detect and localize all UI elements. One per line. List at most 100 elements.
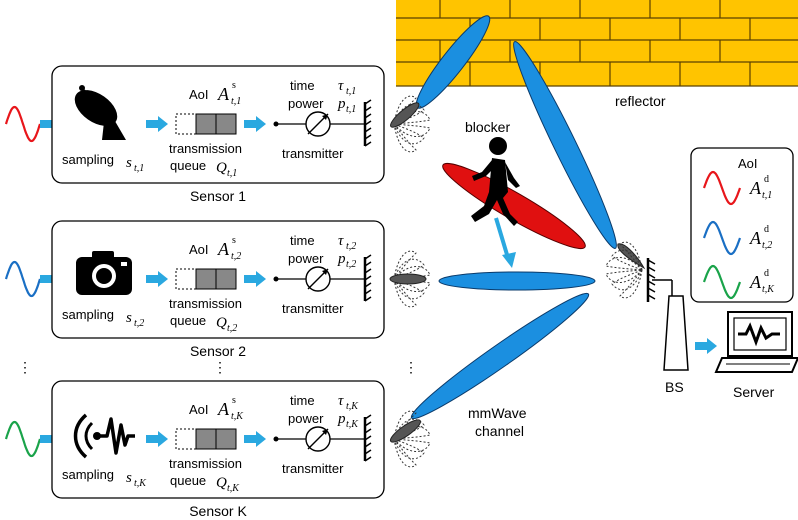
queue-label-line2: queue [170,313,206,328]
antenna-main-lobe [389,419,421,443]
power-label: power [288,96,324,111]
power-label: power [288,251,324,266]
queue-subscript: t,1 [227,168,237,179]
transmitter-label: transmitter [282,146,344,161]
sensor-aoi-label: AoI [189,242,209,257]
blocker-label: blocker [465,119,510,135]
server-aoi-subscript: t,1 [762,190,772,201]
sampling-symbol: s [126,155,132,171]
power-subscript: t,K [346,419,359,430]
sensor-aoi-superscript: s [232,80,236,91]
antenna-main-lobe [390,102,420,128]
server-aoi-wave [702,170,742,206]
input-signal-wave [4,260,42,298]
sampling-subscript: t,2 [134,318,144,329]
queue-label-line1: transmission [169,141,242,156]
input-signal-wave [4,105,42,143]
sensor-aoi-subscript: t,1 [231,96,241,107]
sampling-label: sampling [62,152,114,167]
bs-tower-icon [652,279,689,371]
queue-subscript: t,2 [227,323,237,334]
time-symbol: τ [338,393,344,409]
beam-sensor2-to-bs [438,271,596,291]
queue-symbol: Q [216,315,227,331]
server-aoi-superscript: d [764,174,769,185]
sensor-aoi-subscript: t,2 [231,251,241,262]
server-aoi-subscript: t,K [762,284,775,295]
server-aoi-wave [702,264,742,300]
power-subscript: t,1 [346,104,356,115]
server-aoi-wave [702,220,742,256]
time-symbol: τ [338,78,344,94]
power-label: power [288,411,324,426]
queue-label-line1: transmission [169,296,242,311]
beam-sensorK-to-bs [410,292,590,420]
antenna-main-lobe [389,273,427,285]
time-label: time [290,393,315,408]
blocker-person-icon [471,137,520,226]
transmitter-label: transmitter [282,461,344,476]
queue-label-line2: queue [170,473,206,488]
ellipsis-left: ⋮ [18,359,32,375]
power-subscript: t,2 [346,259,356,270]
queue-label-line1: transmission [169,456,242,471]
sampling-symbol: s [126,310,132,326]
time-subscript: t,1 [346,86,356,97]
sound-wave-icon [73,413,135,459]
sampling-symbol: s [126,470,132,486]
server-aoi-title: AoI [738,156,758,171]
time-label: time [290,233,315,248]
sensor-aoi-superscript: s [232,235,236,246]
sensor-aoi-superscript: s [232,395,236,406]
channel-label-line2: channel [475,423,524,439]
input-signal-wave [4,420,42,458]
bs-antenna [605,241,656,302]
sensor-aoi-label: AoI [189,87,209,102]
bs-to-server-arrow [695,338,717,354]
sensor-aoi-symbol: A [217,399,230,419]
beam-reflector-to-bs [513,41,617,249]
sensor-aoi-symbol: A [217,84,230,104]
blocker-movement-arrow [494,217,516,268]
queue-label-line2: queue [170,158,206,173]
transmission-queue [175,113,237,135]
satellite-dish-icon [74,85,126,140]
transmission-queue [175,268,237,290]
ellipsis-middle: ⋮ [213,359,227,375]
camera-icon [76,251,132,295]
transmitter-label: transmitter [282,301,344,316]
sensor-aoi-symbol: A [217,239,230,259]
server-aoi-symbol: A [749,228,762,248]
sensor-name-label: Sensor 1 [190,188,246,204]
sensor-aoi-label: AoI [189,402,209,417]
power-symbol: p [337,411,346,427]
sampling-label: sampling [62,467,114,482]
reflector-label: reflector [615,93,666,109]
power-symbol: p [337,96,346,112]
server-aoi-superscript: d [764,224,769,235]
time-subscript: t,K [346,401,359,412]
sampling-subscript: t,1 [134,163,144,174]
queue-symbol: Q [216,475,227,491]
time-subscript: t,2 [346,241,356,252]
server-computer-icon [714,311,798,373]
time-symbol: τ [338,233,344,249]
time-label: time [290,78,315,93]
sampling-subscript: t,K [134,478,147,489]
channel-label-line1: mmWave [468,405,527,421]
server-label: Server [733,384,775,400]
transmission-queue [175,428,237,450]
server-aoi-superscript: d [764,268,769,279]
server-aoi-symbol: A [749,178,762,198]
queue-symbol: Q [216,160,227,176]
server-aoi-symbol: A [749,272,762,292]
sensor-name-label: Sensor 2 [190,343,246,359]
server-aoi-subscript: t,2 [762,240,772,251]
